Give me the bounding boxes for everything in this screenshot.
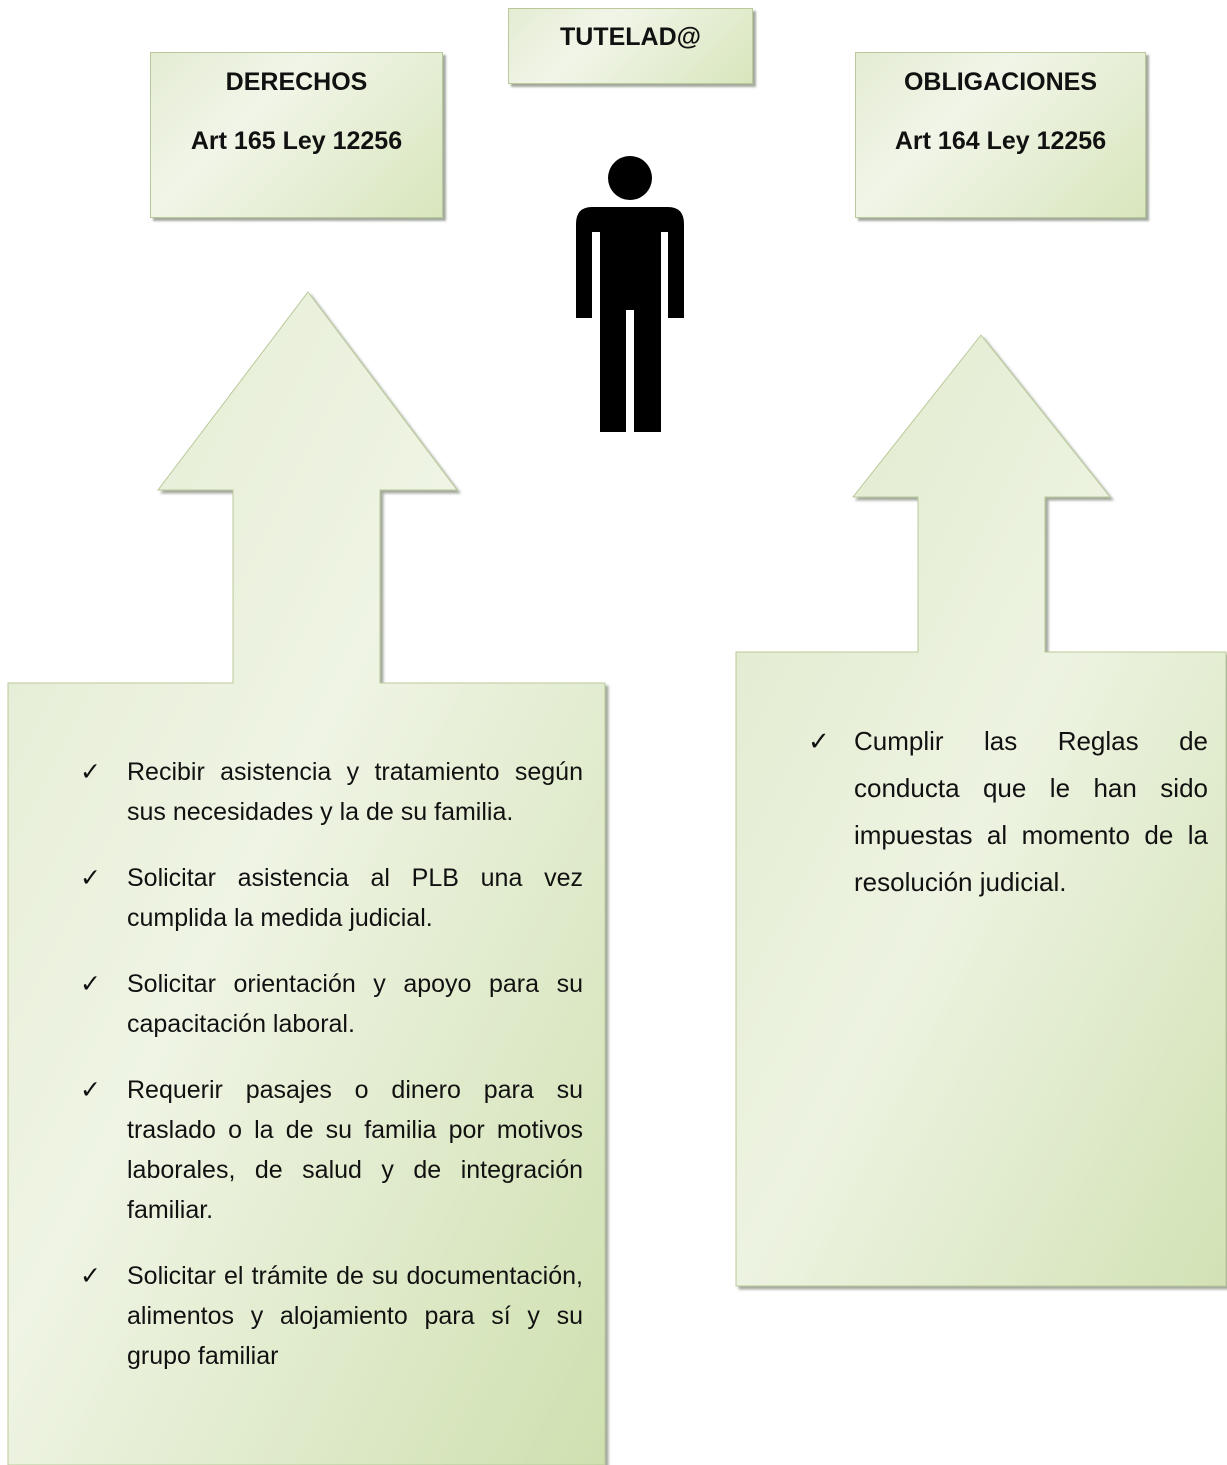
rights-item-text: Recibir asistencia y tratamiento según s… <box>127 758 583 826</box>
tutelado-title: TUTELAD@ <box>559 23 702 51</box>
check-icon: ✓ <box>80 758 101 786</box>
check-icon: ✓ <box>80 1262 101 1290</box>
rights-item-text: Solicitar orientación y apoyo para su ca… <box>127 970 583 1038</box>
check-icon: ✓ <box>80 970 101 998</box>
list-item: ✓ Solicitar orientación y apoyo para su c… <box>80 964 583 1044</box>
list-item: ✓ Solicitar el trámite de su documentació… <box>80 1256 583 1376</box>
rights-item-text: Requerir pasajes o dinero para su trasla… <box>127 1076 583 1224</box>
left-up-arrow <box>7 291 606 1465</box>
check-icon: ✓ <box>80 864 101 892</box>
check-icon: ✓ <box>80 1076 101 1104</box>
person-icon <box>576 156 684 432</box>
list-item: ✓ Recibir asistencia y tratamiento según … <box>80 752 583 832</box>
list-item: ✓ Requerir pasajes o dinero para su trasl… <box>80 1070 583 1230</box>
list-item: ✓ Cumplir las Reglas de conducta que le h… <box>808 718 1208 906</box>
obligations-article: Art 164 Ley 12256 <box>894 127 1107 155</box>
rights-article: Art 165 Ley 12256 <box>190 127 403 155</box>
list-item: ✓ Solicitar asistencia al PLB una vez cum… <box>80 858 583 938</box>
obligations-heading: OBLIGACIONES <box>903 68 1098 96</box>
obligations-header-box: OBLIGACIONES Art 164 Ley 12256 <box>855 52 1146 218</box>
check-icon: ✓ <box>808 726 830 756</box>
rights-list: ✓ Recibir asistencia y tratamiento según … <box>80 752 583 1402</box>
rights-item-text: Solicitar asistencia al PLB una vez cump… <box>127 864 583 932</box>
right-up-arrow <box>735 334 1227 1287</box>
tutelado-title-box: TUTELAD@ <box>508 8 753 84</box>
rights-heading: DERECHOS <box>225 68 368 96</box>
rights-header-box: DERECHOS Art 165 Ley 12256 <box>150 52 443 218</box>
rights-item-text: Solicitar el trámite de su documentación… <box>127 1262 583 1370</box>
obligations-item-text: Cumplir las Reglas de conducta que le ha… <box>854 726 1208 897</box>
obligations-list: ✓ Cumplir las Reglas de conducta que le h… <box>808 718 1208 932</box>
